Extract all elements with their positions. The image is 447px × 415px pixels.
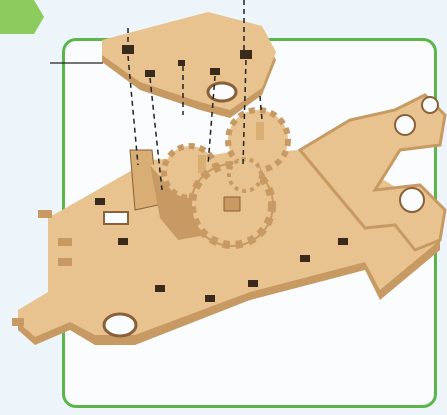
top-plate-part bbox=[102, 12, 276, 118]
